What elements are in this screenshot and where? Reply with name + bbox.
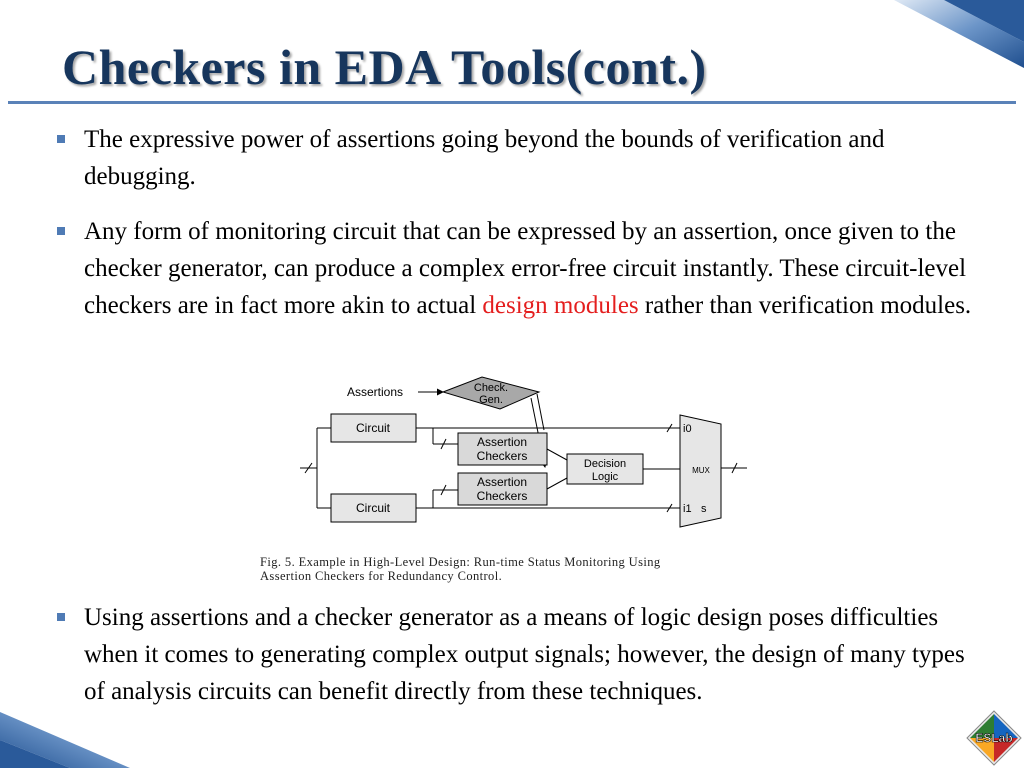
- square-bullet-icon: [57, 227, 65, 235]
- eslab-logo: ESLab: [966, 710, 1022, 766]
- bullet-text-after: rather than verification modules.: [638, 292, 972, 319]
- figure-caption-line-1: Fig. 5. Example in High-Level Design: Ru…: [260, 555, 661, 569]
- title-divider: [8, 101, 1016, 104]
- assertions-label: Assertions: [347, 385, 403, 399]
- bullet-text: Any form of monitoring circuit that can …: [84, 213, 987, 324]
- mux-i0-label: i0: [683, 423, 692, 435]
- corner-ribbon-bottom-left: [0, 712, 130, 768]
- bullet-item-1: The expressive power of assertions going…: [57, 121, 987, 195]
- mux-s-label: s: [701, 503, 707, 515]
- decision-label-1: Decision: [584, 458, 626, 470]
- bullet-item-2: Any form of monitoring circuit that can …: [57, 213, 987, 324]
- checker-bottom-label-2: Checkers: [477, 489, 528, 503]
- check-gen-label-1: Check.: [474, 382, 508, 394]
- bullet-text: The expressive power of assertions going…: [84, 126, 885, 190]
- bullet-text: Using assertions and a checker generator…: [84, 604, 965, 705]
- figure-caption: Fig. 5. Example in High-Level Design: Ru…: [260, 555, 800, 583]
- checker-top-label-2: Checkers: [477, 449, 528, 463]
- square-bullet-icon: [57, 613, 65, 621]
- checker-diagram: Assertions Check. Gen. Circuit Circuit A…: [300, 376, 747, 528]
- slide-title: Checkers in EDA Tools(cont.): [62, 39, 707, 95]
- bullet-item-3: Using assertions and a checker generator…: [57, 599, 987, 710]
- circuit-top-label: Circuit: [356, 421, 391, 435]
- mux-i1-label: i1: [683, 503, 692, 515]
- highlight-design-modules: design modules: [482, 292, 639, 319]
- circuit-bottom-label: Circuit: [356, 501, 391, 515]
- figure-caption-line-2: Assertion Checkers for Redundancy Contro…: [260, 569, 503, 583]
- decision-label-2: Logic: [592, 471, 619, 483]
- check-gen-label-2: Gen.: [479, 394, 503, 406]
- mux-label: MUX: [692, 466, 710, 475]
- logo-text: ESLab: [975, 731, 1012, 745]
- checker-top-label-1: Assertion: [477, 435, 527, 449]
- square-bullet-icon: [57, 135, 65, 143]
- corner-ribbon-top-right: [894, 0, 1024, 68]
- bullet-text-before: Any form of monitoring circuit that can …: [84, 218, 967, 319]
- checker-bottom-label-1: Assertion: [477, 475, 527, 489]
